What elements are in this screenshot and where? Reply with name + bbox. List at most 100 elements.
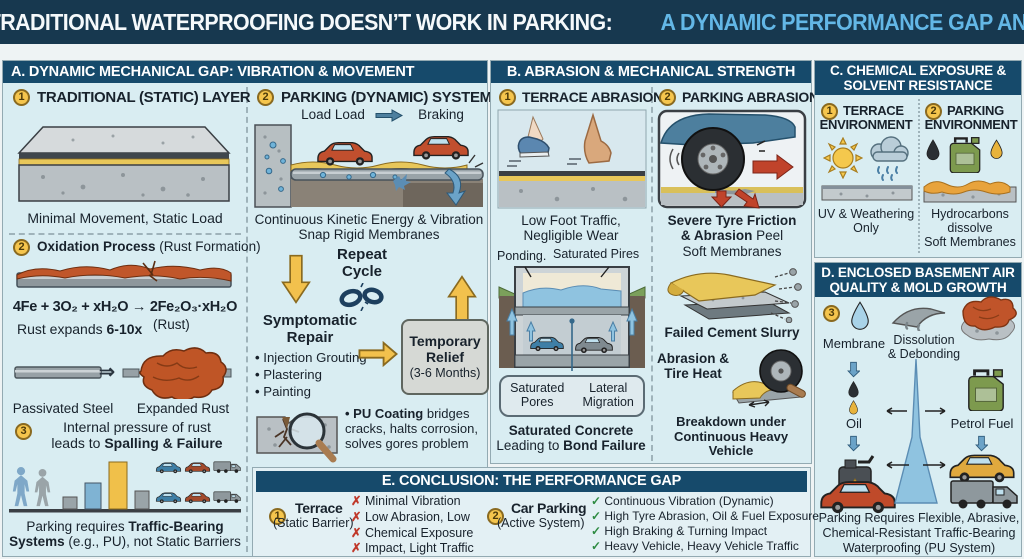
foot-traffic-illustration [497, 109, 647, 209]
a2-caption-line2: Snap Rigid Membranes [298, 227, 440, 242]
panel-d-header: D. ENCLOSED BASEMENT AIR QUALITY & MOLD … [815, 263, 1021, 297]
badge-c1: 1 [821, 103, 838, 120]
rusted-rebar-illustration [16, 260, 232, 288]
b1-caption: Low Foot Traffic,Negligible Wear [521, 213, 621, 244]
passivated-steel-label: Passivated Steel [12, 401, 114, 416]
oxidation-title: Oxidation Process (Rust Formation) [37, 239, 261, 254]
ponding-label: Ponding. [497, 249, 547, 263]
e2-title: Car Parking [511, 500, 587, 516]
badge-spalling: 3 [15, 423, 32, 440]
badge-c2: 2 [925, 103, 942, 120]
water-drop-icon [851, 301, 869, 330]
panel-b-header: B. ABRASION & MECHANICAL STRENGTH [491, 61, 811, 83]
spalling-line1: Internal pressure of rust [63, 419, 211, 435]
tyre-friction-illustration [657, 109, 807, 209]
oil-drop-icon [926, 139, 940, 161]
main-title-accent: A DYNAMIC PERFORMANCE GAP ANALYSIS [660, 8, 1024, 35]
load-arrow-icon [375, 109, 403, 122]
check-item: Continuous Vibration (Dynamic) [591, 494, 819, 509]
panel-a-divider [246, 87, 248, 552]
crack-magnifier-illustration [256, 412, 338, 463]
down-arrow-icon [847, 435, 860, 452]
c1-title-l2: ENVIRONMENT [819, 117, 913, 132]
panel-d: D. ENCLOSED BASEMENT AIR QUALITY & MOLD … [814, 262, 1022, 557]
terrace-slab-icon [821, 185, 913, 201]
membrane-label: Membrane [822, 336, 886, 351]
saturated-pires-label: Saturated Pires [553, 247, 640, 261]
traffic-caption: Parking requires Traffic-Bearing Systems… [9, 519, 241, 550]
badge-oxidation: 2 [13, 239, 30, 256]
petrol-fuel-label: Petrol Fuel [950, 416, 1014, 431]
fuel-drop-small-icon [849, 400, 858, 415]
e2-gap-list: Continuous Vibration (Dynamic) High Tyre… [591, 494, 819, 554]
broken-chain-icon [339, 283, 384, 311]
x-item: Minimal Vibration [351, 494, 474, 510]
panel-b-divider [651, 87, 653, 461]
e1-gap-list: Minimal Vibration Low Abrasion, Low Chem… [351, 494, 474, 557]
oil-drop-small-icon [848, 381, 859, 398]
a1-caption: Minimal Movement, Static Load [27, 210, 223, 226]
implies-arrow-glyph: ⇒ [99, 362, 115, 383]
x-item: Low Abrasion, Low [351, 510, 474, 526]
main-title: WHY TRADITIONAL WATERPROOFING DOESN’T WO… [0, 8, 613, 35]
stalactite-illustration [886, 359, 946, 504]
petrol-can-icon [967, 368, 1005, 411]
a1-title: TRADITIONAL (STATIC) LAYER [37, 89, 251, 106]
check-item: High Tyre Abrasion, Oil & Fuel Exposure [591, 509, 819, 524]
panel-e-header: E. CONCLUSION: THE PERFORMANCE GAP [256, 471, 807, 492]
e1-title: Terrace [295, 500, 343, 516]
e2-subtitle: (Active System) [497, 516, 585, 530]
panel-e: E. CONCLUSION: THE PERFORMANCE GAP 1 Ter… [252, 467, 819, 557]
fuel-drop-icon [990, 139, 1003, 159]
badge-e2: 2 [487, 508, 504, 525]
pu-coating-note: PU Coating bridges cracks, halts corrosi… [345, 406, 491, 452]
mold-growth-icon [961, 296, 1017, 341]
relief-right-arrow-icon [358, 341, 398, 367]
repair-bullet-list: Injection Grouting Plastering Painting [255, 349, 366, 400]
rust-expands-label: Rust expands 6-10x [17, 321, 143, 337]
check-item: High Braking & Turning Impact [591, 524, 819, 539]
x-item: Impact, Light Traffic [351, 541, 474, 557]
truck-icon [950, 480, 1018, 510]
a1-divider [9, 233, 241, 235]
x-item: Chemical Exposure [351, 526, 474, 542]
load-label: Load Load [301, 107, 365, 122]
dissolution-label: Dissolution& Debonding [887, 333, 961, 362]
a2-title: PARKING (DYNAMIC) SYSTEM [281, 89, 492, 106]
badge-e1: 1 [269, 508, 286, 525]
badge-b1: 1 [499, 89, 516, 106]
saturated-building-illustration [498, 266, 646, 371]
panel-c-divider [918, 99, 920, 253]
b2-caption: Severe Tyre Friction & Abrasion Peel Sof… [667, 213, 797, 259]
panel-c-header: C. CHEMICAL EXPOSURE & SOLVENT RESISTANC… [815, 61, 1021, 95]
down-arrow-icon [847, 361, 860, 378]
spalling-line2: leads to Spalling & Failure [51, 435, 223, 451]
braking-label: Braking [418, 107, 464, 122]
main-header: WHY TRADITIONAL WATERPROOFING DOESN’T WO… [0, 0, 1024, 44]
panel-a-header: A. DYNAMIC MECHANICAL GAP: VIBRATION & M… [3, 61, 487, 83]
b2-title: PARKING ABRASION [682, 89, 819, 105]
failed-slurry-label: Failed Cement Slurry [664, 325, 800, 340]
oxidation-formula-note: (Rust) [153, 317, 190, 332]
tire-heat-illustration [732, 349, 806, 408]
oil-label: Oil [846, 416, 862, 431]
e1-subtitle: (Static Barrier) [273, 516, 354, 530]
repair-bullet: Injection Grouting [255, 349, 366, 366]
check-item: Heavy Vehicle, Heavy Vehicle Traffic [591, 539, 819, 554]
solvent-can-icon [949, 136, 981, 173]
dissolved-membrane-icon [923, 180, 1017, 203]
static-slab-illustration [17, 126, 231, 202]
down-arrow-icon [975, 435, 988, 452]
c1-title-l1: TERRACE [843, 103, 904, 118]
badge-a1: 1 [13, 89, 30, 106]
sun-icon [823, 137, 863, 179]
